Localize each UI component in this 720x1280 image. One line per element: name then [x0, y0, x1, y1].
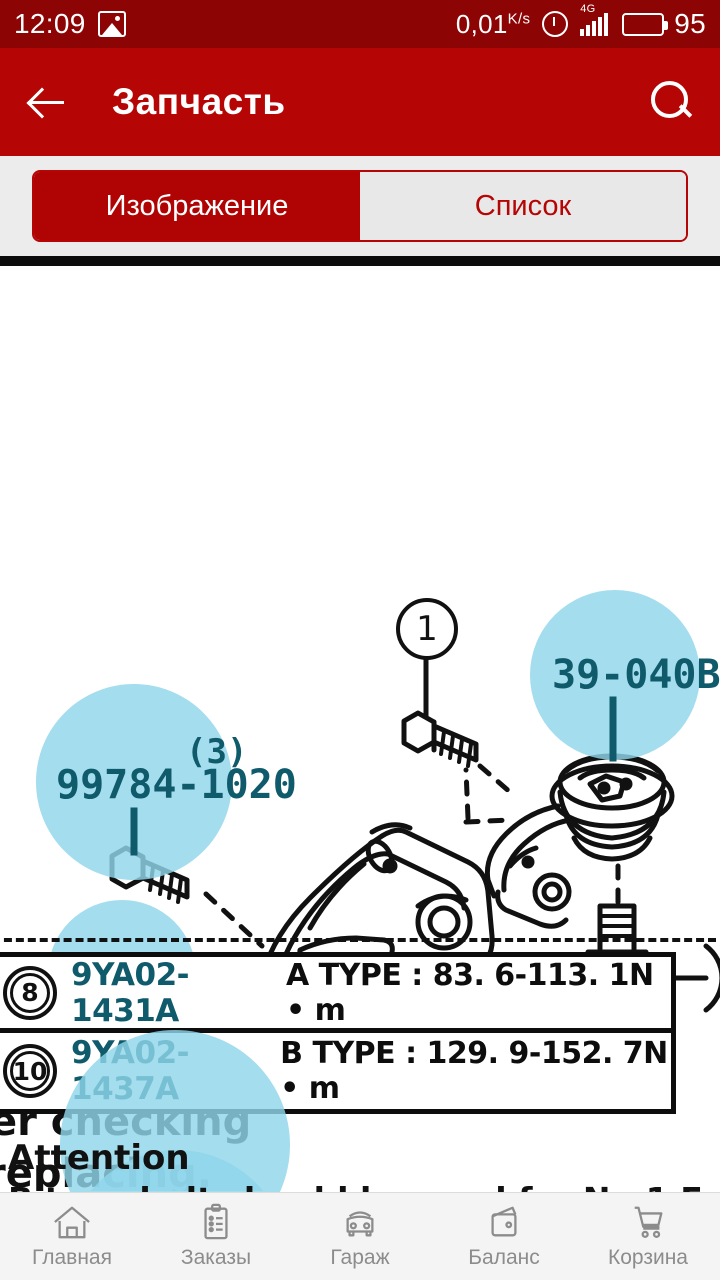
nav-label-cart: Корзина: [608, 1246, 688, 1269]
status-bar: 12:09 0,01K/s 4G 95: [0, 0, 720, 48]
nav-item-garage[interactable]: Гараж: [288, 1203, 432, 1270]
status-time: 12:09: [14, 8, 86, 39]
nav-item-orders[interactable]: Заказы: [144, 1203, 288, 1270]
page-title: Запчасть: [112, 81, 286, 122]
tab-divider: [0, 256, 720, 266]
row-torque-value: A TYPE : 83. 6-113. 1N • m: [286, 957, 654, 1028]
app-bar: Запчасть: [0, 48, 720, 156]
table-top-dashed-rule: [0, 938, 716, 942]
search-icon[interactable]: [648, 79, 694, 125]
tab-strip: Изображение Список: [0, 156, 720, 256]
part-label-39-040b[interactable]: 39-040B: [552, 652, 720, 698]
network-type-label: 4G: [580, 3, 596, 15]
row-torque-value: B TYPE : 129. 9-152. 7N • m: [280, 1036, 668, 1106]
attention-title: Attention: [8, 1138, 190, 1178]
part-label-99784-1020[interactable]: 99784-1020: [56, 762, 297, 808]
part-label-99784-1020-sup: (3): [186, 732, 248, 772]
row-badge: 10: [0, 1042, 61, 1100]
segmented-control: Изображение Список: [32, 170, 688, 242]
picture-icon: [97, 11, 126, 37]
alarm-icon: [542, 11, 569, 37]
table-row[interactable]: 8 9YA02-1431A A TYPE : 83. 6-113. 1N • m: [0, 957, 671, 1033]
signal-bars-icon: 4G: [580, 3, 609, 36]
wallet-icon: [491, 1206, 517, 1237]
bottom-navigation: Главная Заказы: [0, 1192, 720, 1280]
nav-label-orders: Заказы: [180, 1246, 252, 1269]
battery-icon: [622, 12, 669, 36]
battery-percent: 95: [674, 8, 706, 39]
data-rate-value: 0,01: [455, 8, 508, 39]
data-rate: 0,01K/s: [456, 9, 530, 40]
tab-list[interactable]: Список: [360, 172, 686, 240]
nav-label-balance: Баланс: [468, 1246, 540, 1269]
clipboard-icon: [204, 1203, 228, 1240]
nav-label-home: Главная: [32, 1246, 112, 1269]
nav-item-home[interactable]: Главная: [0, 1203, 144, 1270]
nav-item-balance[interactable]: Баланс: [432, 1203, 576, 1270]
data-rate-unit: K/s: [507, 9, 531, 27]
nav-item-cart[interactable]: Корзина: [576, 1203, 720, 1270]
row-part-number[interactable]: 9YA02-1431A: [71, 956, 190, 1029]
home-icon: [54, 1206, 90, 1239]
car-icon: [346, 1211, 374, 1237]
cart-icon: [634, 1206, 663, 1238]
nav-label-garage: Гараж: [330, 1246, 390, 1269]
callout-1[interactable]: 1: [396, 598, 458, 660]
tab-image[interactable]: Изображение: [34, 172, 360, 240]
row-badge: 8: [0, 964, 61, 1022]
back-arrow-icon[interactable]: [26, 80, 70, 124]
